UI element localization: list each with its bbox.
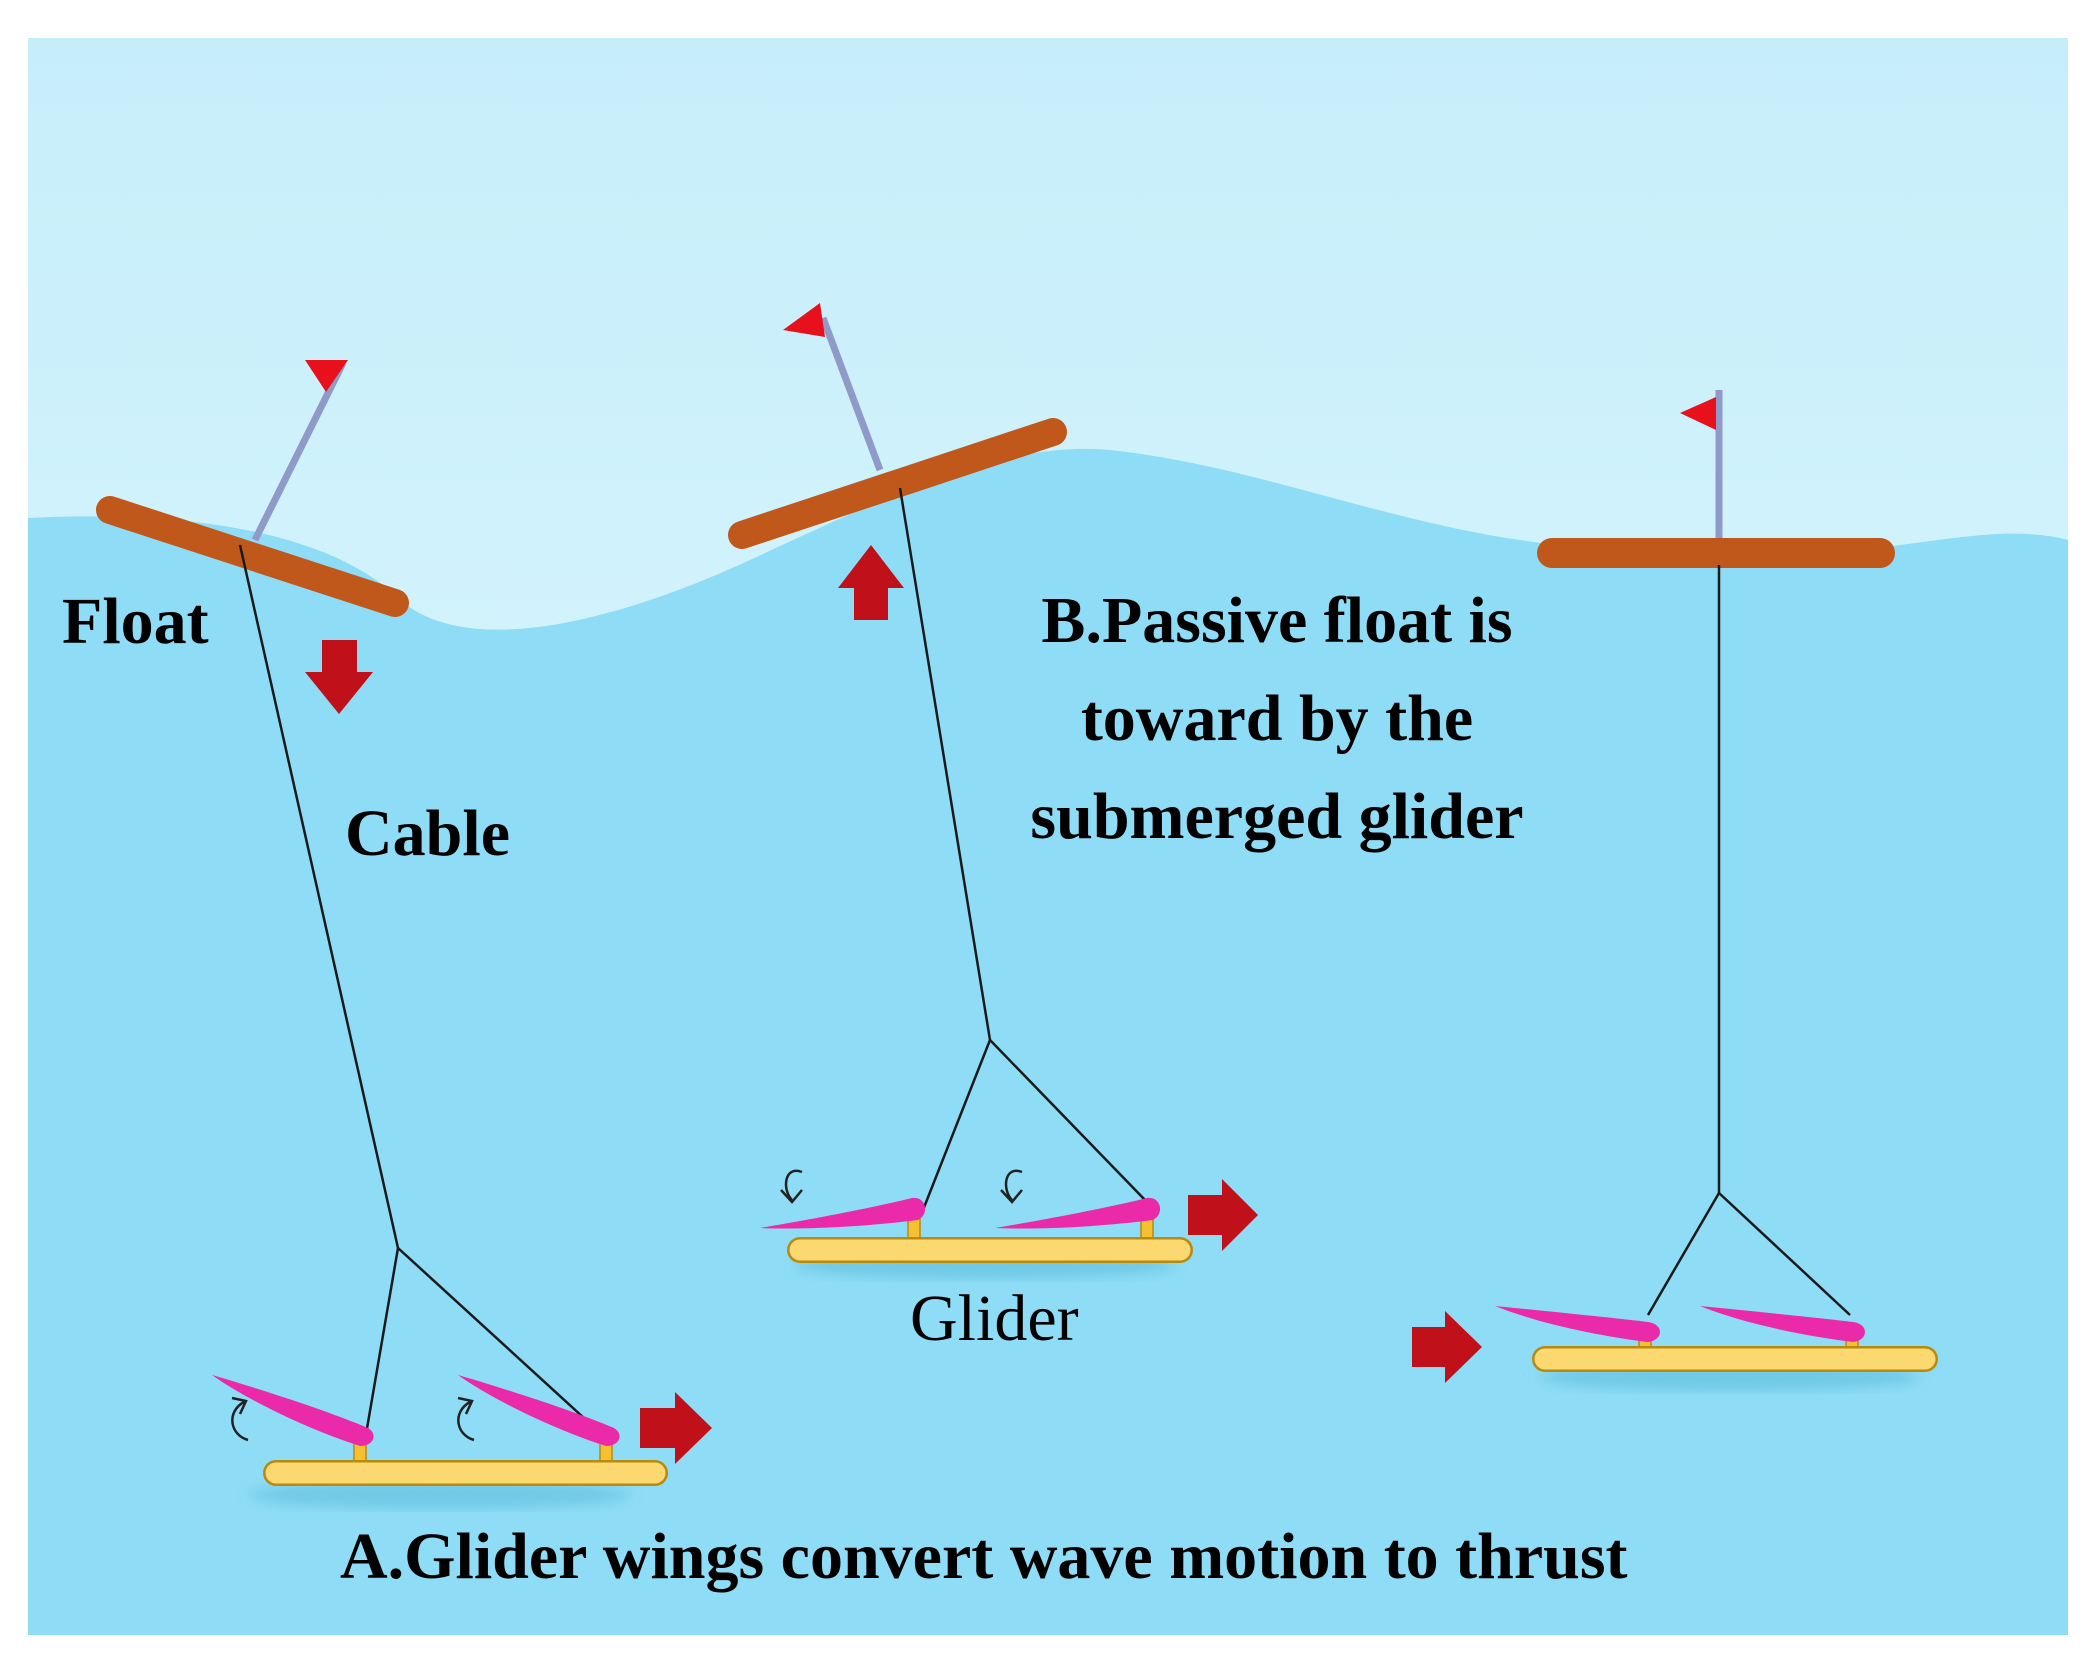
caption-b-line-1: B.Passive float is	[1041, 584, 1512, 657]
glider-a-wing-2	[458, 1375, 620, 1446]
cable-b	[898, 487, 992, 1041]
tether-b-front	[921, 1039, 992, 1211]
rotate-down-icon-b2-head	[1000, 1189, 1023, 1204]
glider-c-wing-1	[1495, 1306, 1660, 1342]
tether-a-rear	[397, 1247, 609, 1441]
tether-a-front	[363, 1247, 400, 1441]
mast-b	[819, 316, 884, 472]
caption-b-line-2: toward by the	[1081, 682, 1473, 755]
rotate-up-icon-a2-head	[457, 1396, 474, 1415]
mast-a	[251, 361, 347, 542]
rotate-up-icon-a2	[457, 1400, 475, 1442]
flag-b	[783, 303, 825, 337]
caption-a: A.Glider wings convert wave motion to th…	[340, 1520, 1628, 1593]
tether-c-rear	[1718, 1192, 1851, 1316]
thrust-arrow-icon-c	[1412, 1311, 1482, 1383]
rotate-up-icon-a1	[231, 1400, 249, 1442]
label-cable: Cable	[345, 797, 510, 870]
glider-a-wing-1	[212, 1375, 374, 1446]
unit-c	[1412, 390, 1938, 1383]
up-arrow-icon	[838, 545, 904, 620]
glider-b-wing-1	[760, 1197, 926, 1229]
glider-a-shadow	[250, 1481, 630, 1509]
float-b	[728, 418, 1067, 549]
thrust-arrow-icon-b	[1188, 1179, 1258, 1251]
float-a	[96, 496, 409, 617]
rotate-down-icon-b2	[1004, 1169, 1023, 1201]
cable-a	[238, 544, 400, 1249]
tether-c-front	[1646, 1192, 1721, 1316]
unit-b	[728, 303, 1258, 1263]
label-float: Float	[62, 585, 209, 658]
tether-b-rear	[989, 1039, 1146, 1201]
rotate-down-icon-b1	[784, 1169, 803, 1201]
flag-c	[1680, 397, 1716, 430]
label-glider: Glider	[910, 1282, 1079, 1355]
rotate-down-icon-b1-head	[780, 1189, 803, 1204]
down-arrow-icon	[305, 640, 373, 714]
unit-a	[96, 360, 712, 1486]
flag-a	[305, 360, 348, 392]
glider-b-wing-2	[995, 1197, 1161, 1229]
sea-water	[28, 448, 2068, 1635]
thrust-arrow-icon-a	[640, 1392, 712, 1464]
rotate-up-icon-a1-head	[231, 1396, 248, 1415]
caption-b-line-3: submerged glider	[1030, 780, 1523, 853]
glider-c-wing-2	[1700, 1306, 1865, 1342]
